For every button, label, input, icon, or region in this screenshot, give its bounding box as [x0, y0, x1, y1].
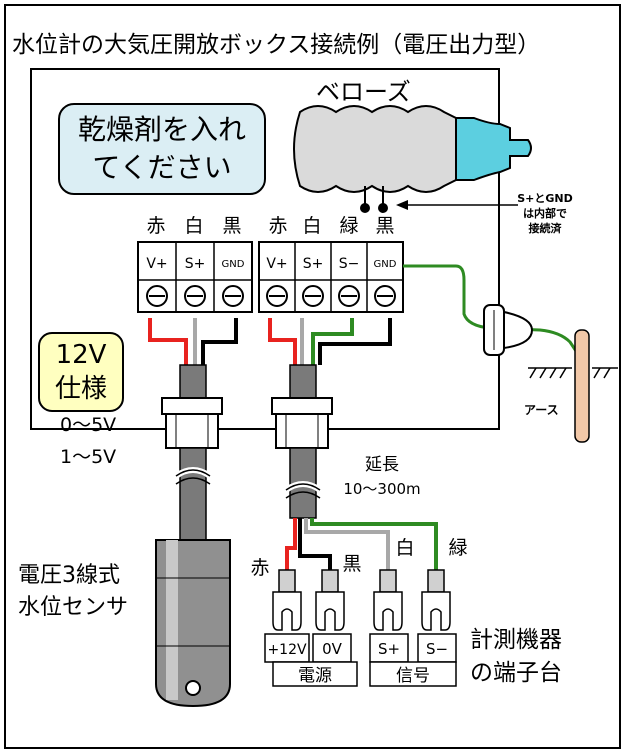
spec-badge: 12V 仕様 [38, 332, 124, 412]
internal-note-line3: 接続済 [529, 221, 563, 235]
bellows-lead-dot [360, 203, 370, 213]
earth-rod [528, 329, 618, 443]
sensor-label-line2: 水位センサ [18, 595, 128, 620]
terminal-block-left [137, 241, 253, 313]
wire-green [311, 318, 354, 365]
note-arrow-icon [396, 200, 408, 210]
sensor-label-line1: 電圧3線式 [18, 563, 120, 588]
wire-black [318, 318, 392, 365]
desiccant-note-line2: てください [92, 151, 232, 184]
water-level-sensor-icon [155, 539, 231, 708]
output-range-2: 1～5V [60, 446, 116, 468]
wire-red [148, 318, 188, 365]
bellows-label: ベローズ [316, 78, 411, 106]
wire-black [298, 518, 332, 572]
lug-terminal-label: 0V [322, 640, 343, 658]
lug-terminal-label: S+ [378, 640, 400, 658]
group-label-power: 電源 [298, 666, 332, 686]
wire-white [304, 518, 390, 572]
desiccant-note-line1: 乾燥剤を入れ [77, 113, 246, 146]
internal-note-line2: は内部で [523, 206, 567, 220]
terminal-label: S+ [303, 256, 324, 272]
terminal-color-label: 緑 [339, 215, 358, 237]
crimp-lug-icon [421, 569, 451, 631]
lug-terminal-label: S− [426, 640, 448, 658]
crimp-lug-icon [315, 569, 345, 631]
crimp-lug-icon [272, 569, 302, 631]
terminal-color-label: 黒 [375, 215, 394, 237]
earth-wire [403, 264, 584, 361]
terminal-label: V+ [146, 256, 167, 272]
wire-color-label-red: 赤 [250, 557, 269, 579]
instrument-label-line2: の端子台 [470, 660, 562, 686]
earth-label: アース [524, 403, 559, 417]
wire-black [201, 318, 238, 365]
terminal-block-right [258, 241, 404, 313]
wire-color-label-white: 白 [395, 537, 414, 559]
terminal-label: S− [339, 256, 360, 272]
lug-terminal-label: +12V [267, 642, 307, 658]
bellows-lead-dot [378, 203, 388, 213]
wire-red [268, 318, 297, 365]
terminal-label: GND [222, 259, 245, 270]
terminal-color-label: 赤 [146, 215, 165, 237]
terminal-color-label: 白 [302, 215, 321, 237]
wire-color-label-green: 緑 [448, 537, 467, 559]
terminal-label: S+ [185, 256, 206, 272]
output-range-1: 0～5V [60, 414, 116, 436]
cable-gland-side [483, 304, 534, 356]
terminal-color-label: 黒 [222, 215, 241, 237]
instrument-label-line1: 計測機器 [470, 627, 562, 653]
terminal-label: GND [374, 259, 397, 270]
wire-green [310, 518, 438, 572]
crimp-lug-icon [373, 569, 403, 631]
wire-red [285, 518, 297, 572]
wire-color-label-black: 黒 [342, 553, 361, 575]
instrument-terminal-block [264, 633, 457, 687]
spec-badge-label: 仕様 [54, 374, 107, 404]
terminal-color-label: 赤 [268, 215, 287, 237]
internal-note-line1: S+とGND [517, 192, 573, 205]
diagram-title: 水位計の大気圧開放ボックス接続例（電圧出力型） [12, 32, 541, 58]
terminal-color-label: 白 [184, 215, 203, 237]
sensor-cable [161, 364, 223, 541]
extension-cable [271, 364, 333, 519]
group-label-signal: 信号 [396, 666, 430, 686]
extension-length: 10～300m [343, 480, 420, 498]
extension-label: 延長 [365, 455, 399, 475]
desiccant-note: 乾燥剤を入れ てください [58, 103, 266, 195]
terminal-label: V+ [266, 256, 287, 272]
spec-badge-voltage: 12V [55, 340, 107, 370]
bellows-icon [293, 105, 532, 193]
